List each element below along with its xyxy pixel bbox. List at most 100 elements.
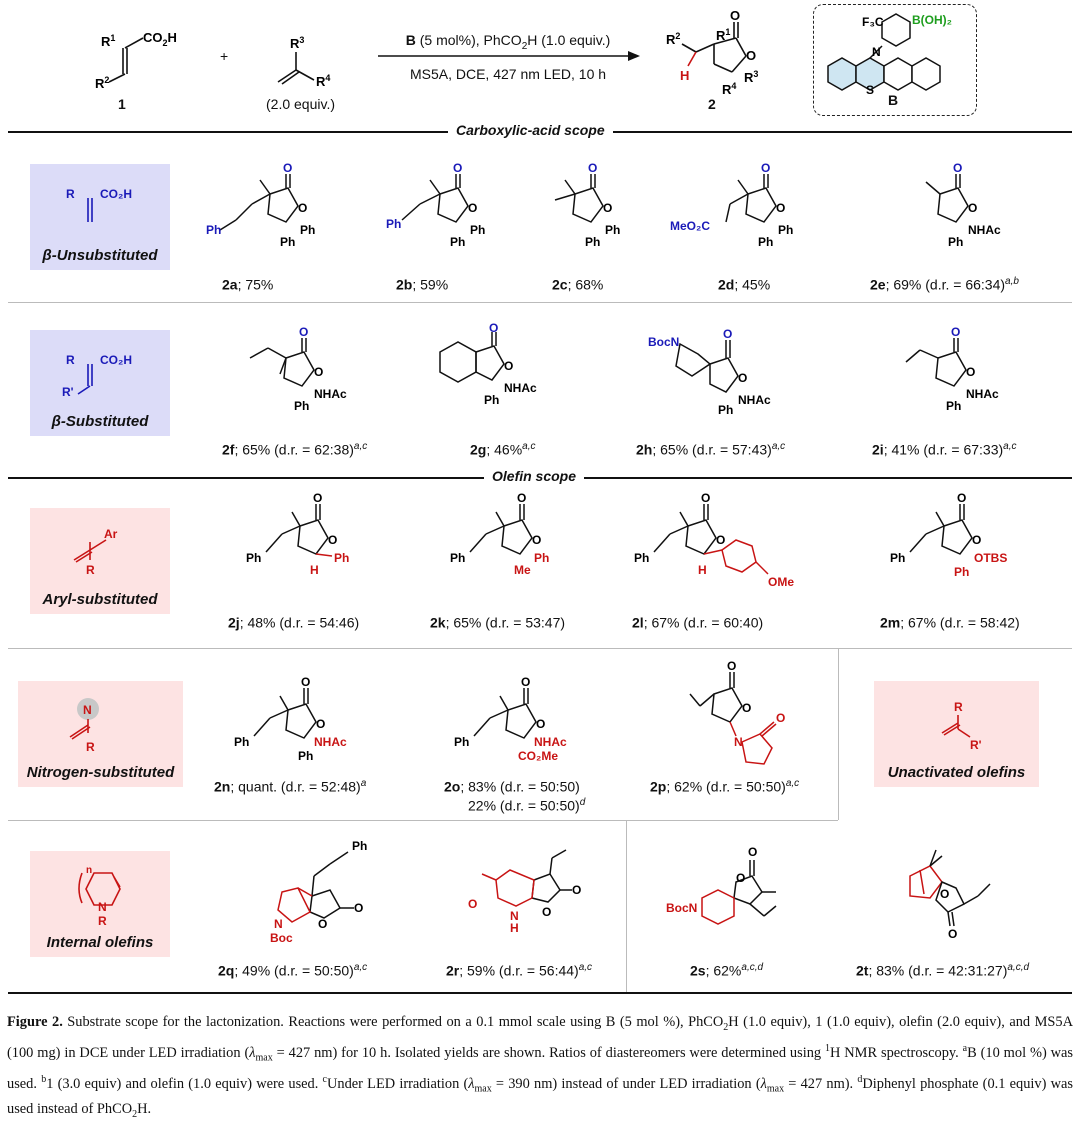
compound-label-2s: 2s; 62%a,c,d	[690, 962, 764, 979]
svg-text:R: R	[98, 914, 107, 928]
svg-text:Ph: Ph	[484, 393, 499, 407]
svg-text:S: S	[866, 83, 874, 97]
svg-text:N: N	[83, 703, 92, 717]
svg-text:B(OH)₂: B(OH)₂	[912, 13, 952, 27]
svg-text:CO2H: CO2H	[143, 30, 177, 48]
svg-text:O: O	[727, 659, 736, 673]
svg-text:R': R'	[62, 385, 74, 399]
label-compound-2: 2	[708, 96, 716, 112]
compound-label-2t: 2t; 83% (d.r. = 42:31:27)a,c,d	[856, 962, 1030, 979]
divider-row4-left	[8, 820, 838, 821]
svg-text:N: N	[98, 900, 107, 914]
svg-text:Ph: Ph	[758, 235, 773, 249]
svg-text:O: O	[318, 917, 327, 931]
scheme-acid-1: R1 CO2H R2	[95, 30, 177, 91]
box-internal-olefins: N R n Internal olefins	[30, 851, 170, 957]
svg-text:Ph: Ph	[585, 235, 600, 249]
structure-2o: O O Ph NHAc CO₂Me	[454, 675, 567, 763]
svg-text:Ph: Ph	[605, 223, 620, 237]
svg-text:O: O	[588, 161, 597, 175]
box-label-beta-unsub: β-Unsubstituted	[42, 247, 158, 264]
svg-text:O: O	[603, 201, 612, 215]
box-label-internal: Internal olefins	[46, 934, 154, 951]
box-aryl-substituted: Ar R Aryl-substituted	[30, 508, 170, 614]
svg-text:R4: R4	[316, 73, 330, 89]
svg-text:N: N	[734, 735, 743, 749]
svg-text:O: O	[972, 533, 981, 547]
compound-label-2c: 2c; 68%	[552, 276, 604, 293]
svg-text:CO₂H: CO₂H	[100, 353, 132, 367]
svg-text:Boc: Boc	[270, 931, 293, 945]
svg-text:NHAc: NHAc	[314, 387, 347, 401]
structure-2e: O O NHAc Ph	[925, 161, 1001, 249]
svg-text:O: O	[314, 365, 323, 379]
box-label-nitrogen: Nitrogen-substituted	[26, 764, 175, 781]
svg-text:Ph: Ph	[890, 551, 905, 565]
svg-text:Ph: Ph	[334, 551, 349, 565]
svg-text:O: O	[701, 491, 710, 505]
scheme-olefin: R3 R4	[277, 35, 330, 89]
svg-text:Ph: Ph	[352, 839, 367, 853]
svg-text:Ph: Ph	[534, 551, 549, 565]
svg-text:O: O	[738, 371, 747, 385]
svg-text:N: N	[274, 917, 283, 931]
olefin-equiv: (2.0 equiv.)	[266, 96, 335, 112]
box-nitrogen-substituted: N R Nitrogen-substituted	[18, 681, 183, 787]
structure-2g: O O NHAc Ph	[439, 321, 537, 407]
compound-label-2o-extra: 22% (d.r. = 50:50)d	[468, 797, 586, 814]
section-title-olefin: Olefin scope	[484, 468, 585, 484]
svg-text:R1: R1	[101, 33, 115, 49]
catalyst-b-structure: F₃C B(OH)₂ N S	[827, 13, 952, 97]
svg-text:Ph: Ph	[386, 217, 401, 231]
svg-text:O: O	[716, 533, 725, 547]
svg-text:O: O	[968, 201, 977, 215]
svg-text:R: R	[66, 353, 75, 367]
svg-text:H: H	[310, 563, 319, 577]
svg-text:O: O	[948, 927, 957, 941]
svg-text:O: O	[328, 533, 337, 547]
compound-label-2a: 2a; 75%	[222, 276, 274, 293]
svg-text:NHAc: NHAc	[738, 393, 771, 407]
svg-text:Ph: Ph	[946, 399, 961, 413]
svg-text:Ph: Ph	[718, 403, 733, 417]
conditions-line2: MS5A, DCE, 427 nm LED, 10 h	[409, 66, 607, 82]
svg-text:Ph: Ph	[280, 235, 295, 249]
compound-label-2l: 2l; 67% (d.r. = 60:40)	[632, 614, 764, 631]
compound-label-2k: 2k; 65% (d.r. = 53:47)	[430, 614, 566, 631]
compound-label-2m: 2m; 67% (d.r. = 58:42)	[880, 614, 1020, 631]
svg-text:H: H	[698, 563, 707, 577]
compound-label-2f: 2f; 65% (d.r. = 62:38)a,c	[222, 441, 368, 458]
structure-2h: O O BocN NHAc Ph	[648, 327, 771, 417]
structure-2q: Ph O O N Boc	[270, 839, 367, 945]
svg-text:NHAc: NHAc	[534, 735, 567, 749]
svg-text:OMe: OMe	[768, 575, 794, 589]
svg-text:R: R	[86, 563, 95, 577]
box-beta-substituted: R CO₂H R' β-Substituted	[30, 330, 170, 436]
svg-text:R: R	[86, 740, 95, 754]
svg-text:O: O	[730, 8, 740, 23]
compound-label-2i: 2i; 41% (d.r. = 67:33)a,c	[872, 441, 1017, 458]
svg-text:Ph: Ph	[450, 551, 465, 565]
svg-text:O: O	[283, 161, 292, 175]
box-label-unactivated: Unactivated olefins	[887, 764, 1026, 781]
svg-text:CO₂Me: CO₂Me	[518, 749, 558, 763]
svg-text:O: O	[940, 887, 949, 901]
svg-text:Ph: Ph	[454, 735, 469, 749]
svg-text:O: O	[736, 871, 745, 885]
svg-text:O: O	[572, 883, 581, 897]
structure-2c: O O Ph Ph	[554, 161, 620, 249]
svg-text:O: O	[313, 491, 322, 505]
svg-text:N: N	[872, 45, 881, 59]
structure-2f: O O NHAc Ph	[249, 325, 347, 413]
structure-2r: O O O N H	[468, 849, 581, 935]
svg-text:Ph: Ph	[634, 551, 649, 565]
svg-text:O: O	[746, 48, 756, 63]
catalyst-box	[813, 4, 977, 116]
compound-label-2r: 2r; 59% (d.r. = 56:44)a,c	[446, 962, 593, 979]
svg-text:Ph: Ph	[300, 223, 315, 237]
svg-text:O: O	[776, 711, 785, 725]
svg-text:O: O	[966, 365, 975, 379]
svg-text:Ph: Ph	[246, 551, 261, 565]
svg-text:O: O	[776, 201, 785, 215]
svg-text:R4: R4	[722, 81, 736, 97]
